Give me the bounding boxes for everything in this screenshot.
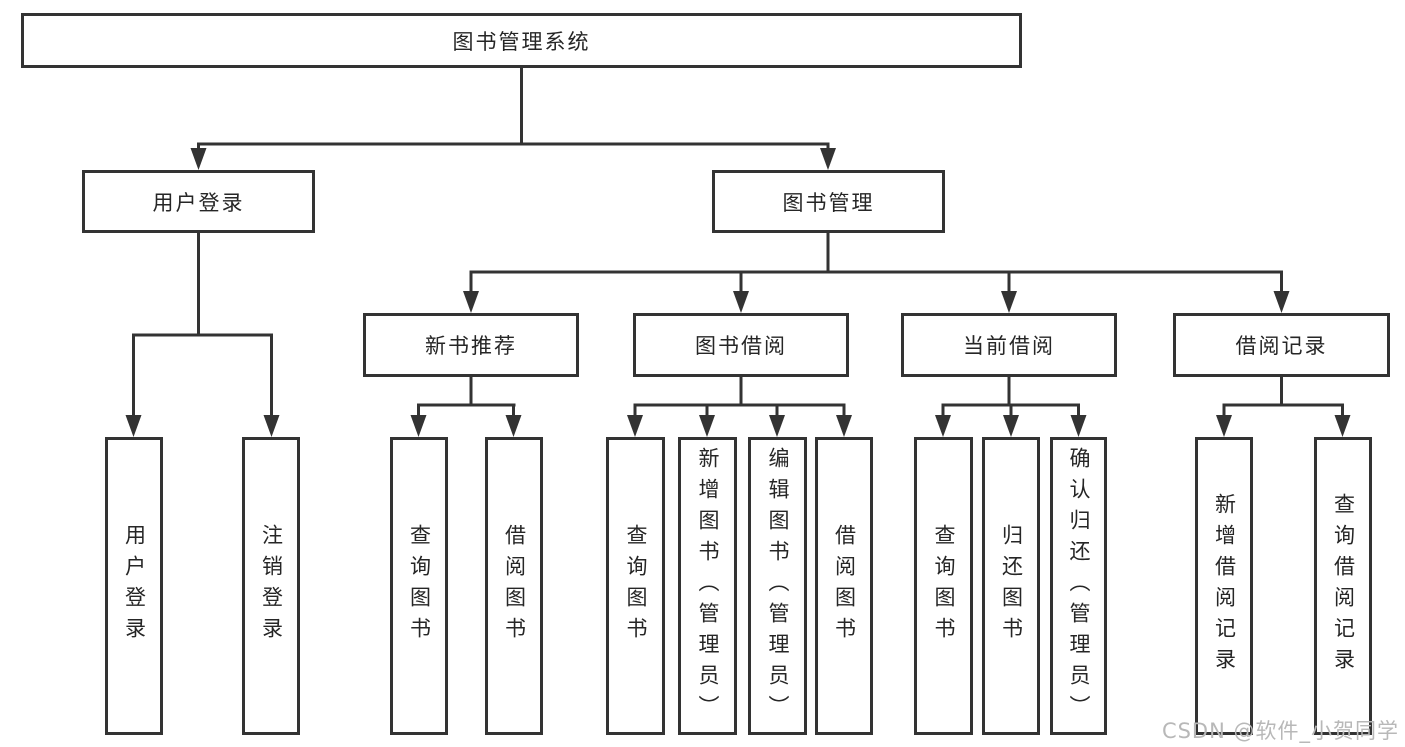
leaf-return-book: 归还图书: [982, 437, 1040, 735]
node-label: 借阅记录: [1235, 334, 1328, 358]
leaf-borrow-books-recommend: 借阅图书: [485, 437, 543, 735]
node-label: 当前借阅: [963, 334, 1055, 358]
node-label: 图书借阅: [695, 334, 787, 358]
node-book-borrowing: 图书借阅: [633, 313, 849, 377]
leaf-label: 借阅图书: [832, 524, 857, 648]
leaf-edit-book-admin: 编辑图书（管理员）: [748, 437, 807, 735]
leaf-label: 新增图书（管理员）: [696, 446, 720, 726]
csdn-watermark: CSDN @软件_小贺同学: [1161, 719, 1399, 743]
node-label: 新书推荐: [425, 334, 517, 358]
leaf-query-books-current: 查询图书: [914, 437, 973, 735]
leaf-label: 归还图书: [999, 524, 1024, 648]
node-new-book-recommend: 新书推荐: [363, 313, 579, 377]
leaf-user-login: 用户登录: [105, 437, 163, 735]
node-borrowing-records: 借阅记录: [1173, 313, 1390, 377]
leaf-label: 借阅图书: [502, 524, 527, 648]
leaf-label: 新增借阅记录: [1212, 493, 1237, 679]
leaf-query-books-recommend: 查询图书: [390, 437, 448, 735]
leaf-confirm-return-admin: 确认归还（管理员）: [1050, 437, 1107, 735]
node-current-borrowing: 当前借阅: [901, 313, 1117, 377]
leaf-label: 用户登录: [122, 524, 147, 648]
leaf-label: 查询借阅记录: [1331, 493, 1356, 679]
leaf-label: 查询图书: [407, 524, 432, 648]
leaf-logout: 注销登录: [242, 437, 300, 735]
leaf-label: 注销登录: [259, 524, 284, 648]
leaf-add-book-admin: 新增图书（管理员）: [678, 437, 737, 735]
leaf-add-borrow-record: 新增借阅记录: [1195, 437, 1253, 735]
node-library-management-system: 图书管理系统: [21, 13, 1022, 68]
leaf-label: 确认归还（管理员）: [1067, 446, 1091, 726]
leaf-label: 查询图书: [932, 524, 956, 648]
leaf-borrow-books-borrowing: 借阅图书: [815, 437, 873, 735]
node-label: 图书管理系统: [452, 29, 591, 54]
node-label: 图书管理: [782, 190, 875, 215]
node-label: 用户登录: [152, 190, 245, 215]
leaf-label: 编辑图书（管理员）: [766, 446, 790, 726]
leaf-query-books-borrowing: 查询图书: [606, 437, 665, 735]
leaf-query-borrow-record: 查询借阅记录: [1314, 437, 1372, 735]
leaf-label: 查询图书: [624, 524, 648, 648]
node-user-login: 用户登录: [82, 170, 315, 233]
node-book-management: 图书管理: [712, 170, 945, 233]
